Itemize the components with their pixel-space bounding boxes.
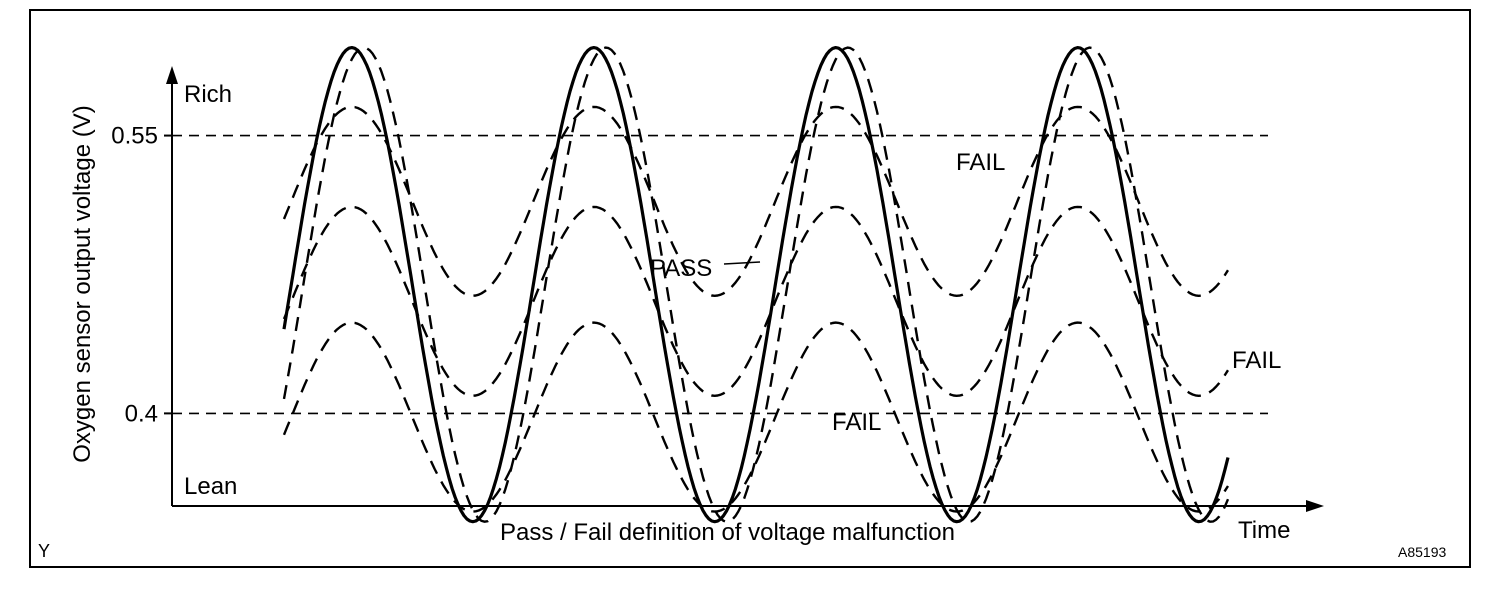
figure-frame [29, 9, 1471, 568]
series-curve-3 [282, 205, 1230, 397]
figure-caption: Pass / Fail definition of voltage malfun… [500, 519, 955, 546]
y-range-label-top: Rich [184, 81, 232, 108]
corner-mark: Y [38, 541, 50, 561]
threshold-lines [172, 134, 1268, 415]
series-curve-4 [282, 321, 1230, 513]
annotations: FAIL PASS FAIL FAIL [650, 149, 1281, 436]
annotation-label-3: FAIL [832, 409, 881, 436]
x-axis-arrow [1306, 500, 1324, 512]
series-curve-2 [282, 105, 1230, 297]
annotation-label-0: FAIL [956, 149, 1005, 176]
figure-id: A85193 [1398, 544, 1446, 560]
series-curve-1 [282, 46, 1230, 523]
y-tick-label-1: 0.4 [125, 400, 158, 427]
y-axis-arrow [166, 66, 178, 84]
annotation-label-1: PASS [650, 255, 712, 282]
y-ticks: 0.55 0.4 [111, 123, 172, 427]
series-layer [282, 46, 1230, 524]
y-range-label-bottom: Lean [184, 473, 237, 500]
annotation-label-2: FAIL [1232, 347, 1281, 374]
annotation-leader-1 [723, 261, 761, 265]
series-curve-0 [282, 46, 1230, 524]
y-tick-label-0: 0.55 [111, 123, 158, 150]
y-axis-label: Oxygen sensor output voltage (V) [69, 105, 96, 463]
x-axis-label: Time [1238, 517, 1290, 544]
